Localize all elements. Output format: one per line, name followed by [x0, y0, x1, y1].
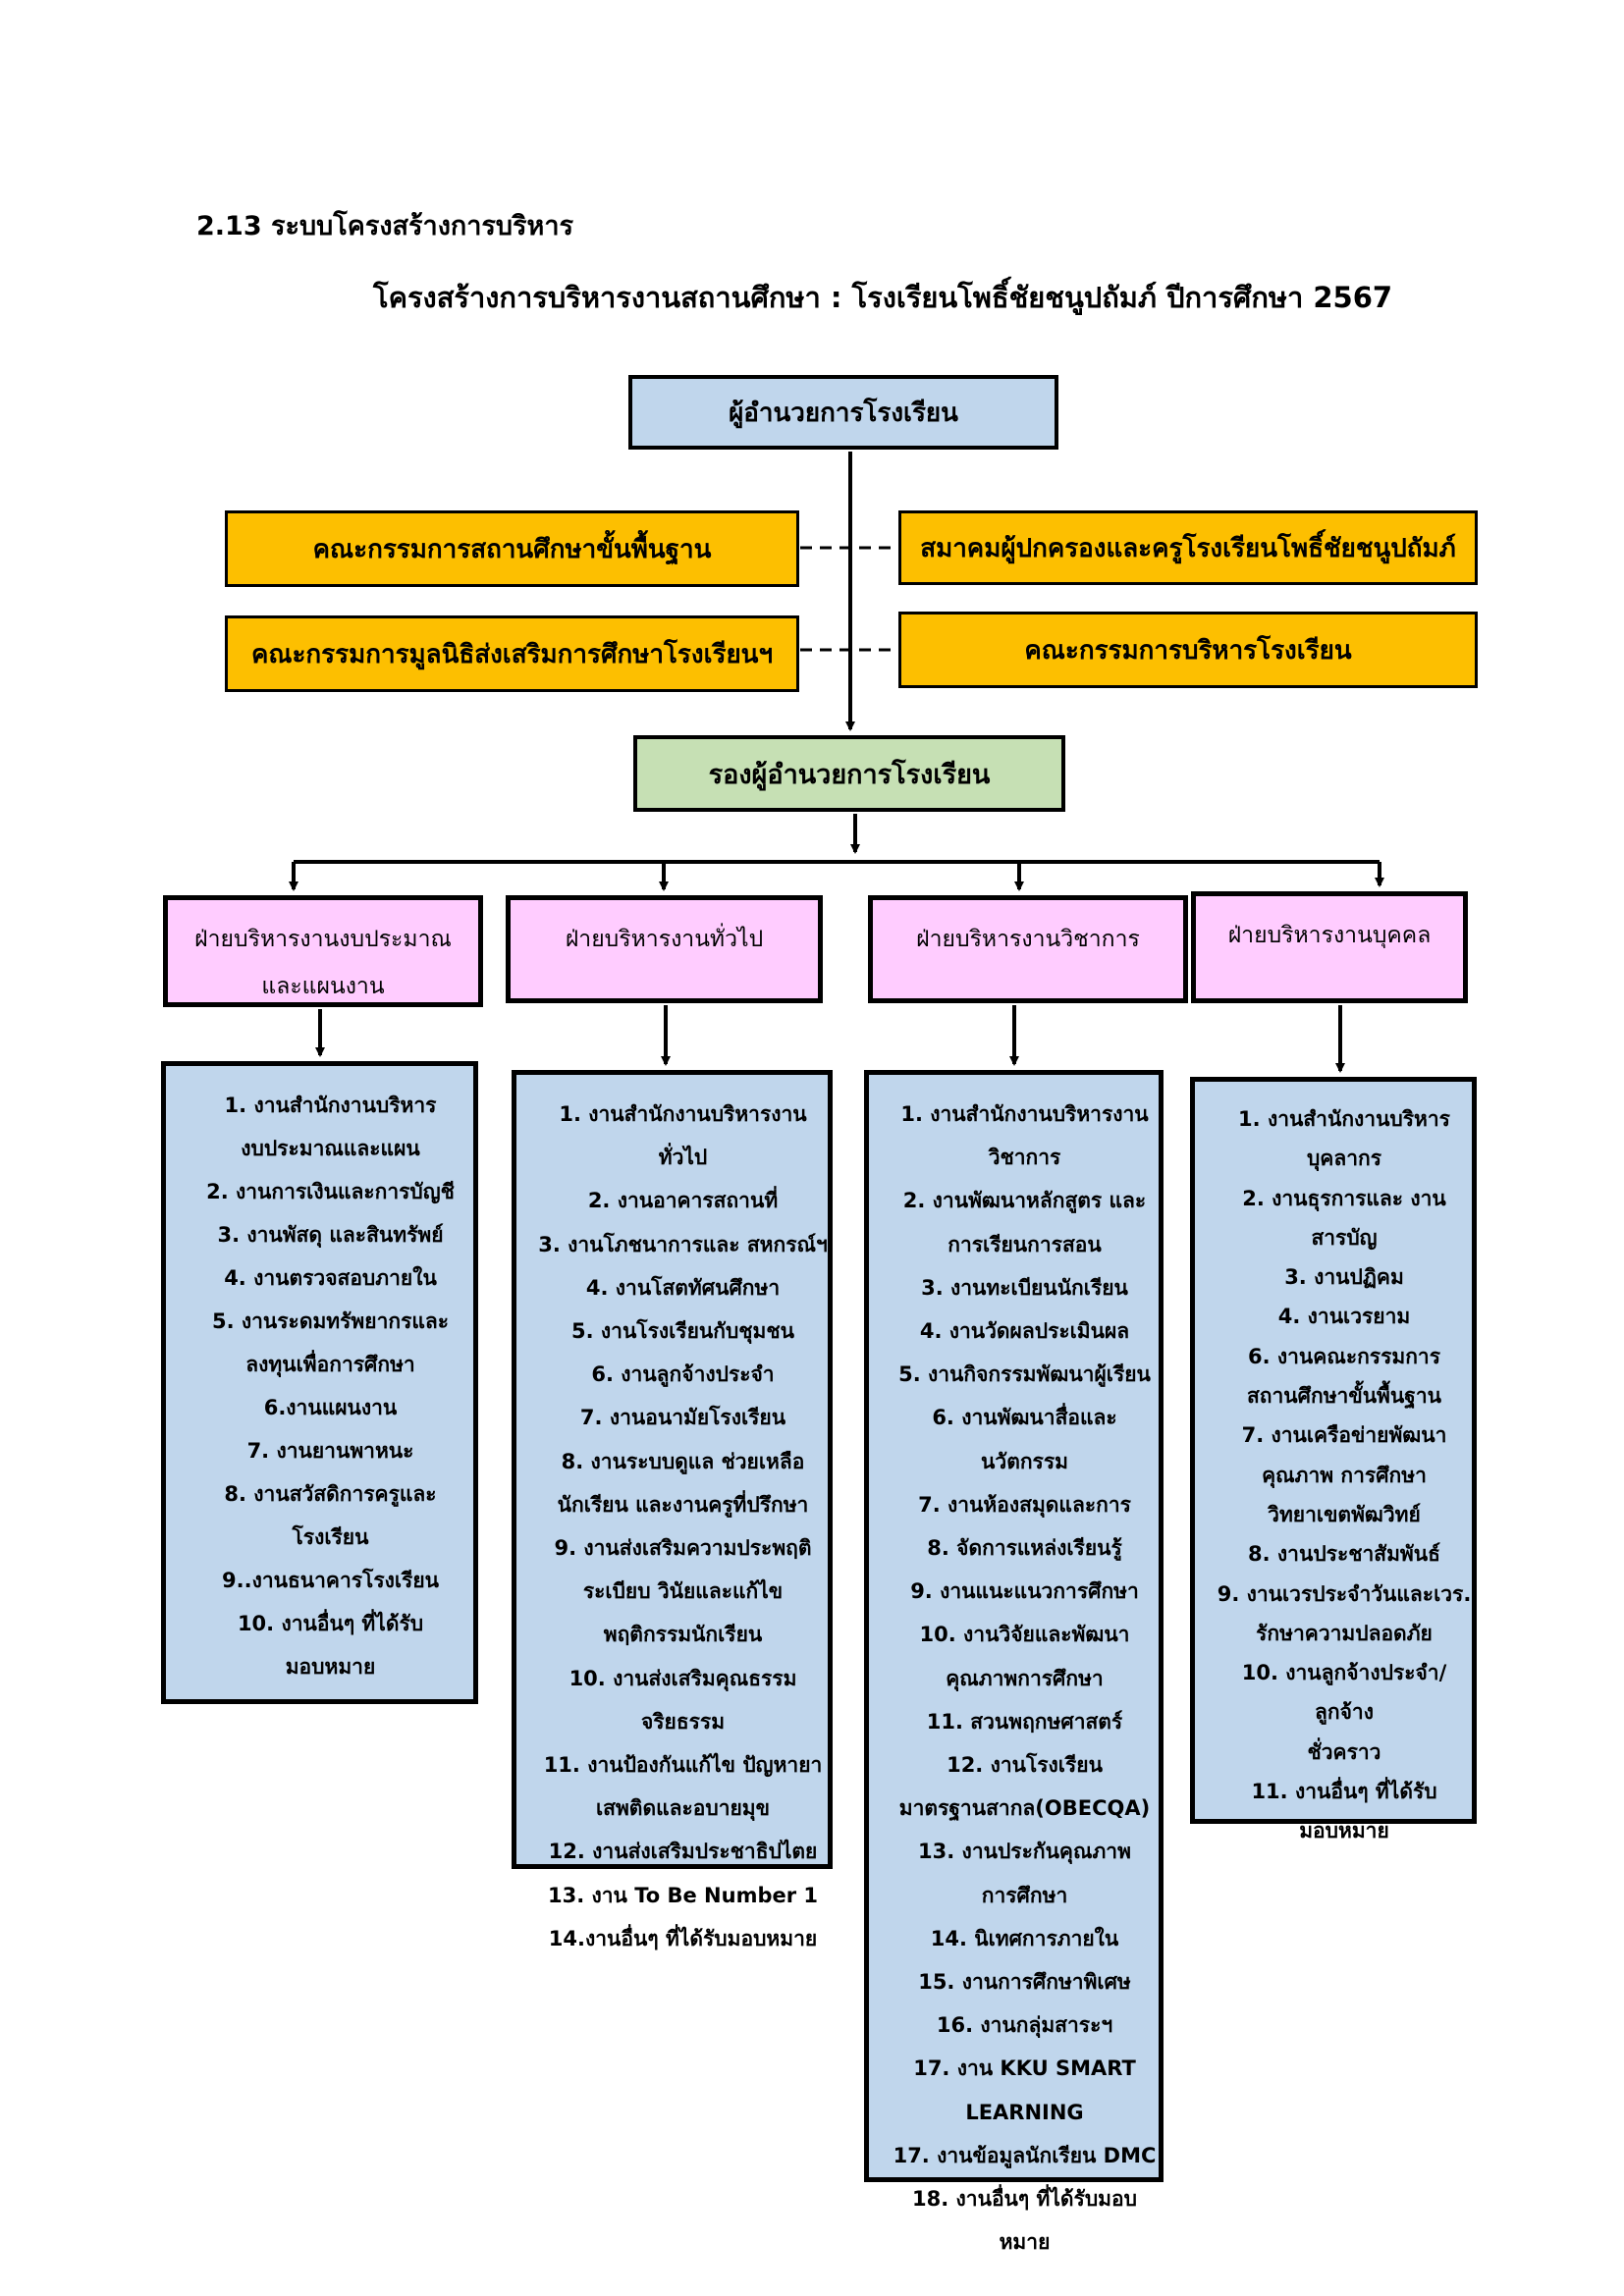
task-item: 2. งานพัฒนาหลักสูตร และ การเรียนการสอน — [902, 1189, 1147, 1256]
task-item: 8. งานประชาสัมพันธ์ — [1248, 1542, 1440, 1567]
task-item: 4. งานวัดผลประเมินผล — [919, 1319, 1130, 1344]
foundation-committee-box: คณะกรรมการมูลนิธิส่งเสริมการศึกษาโรงเรีย… — [225, 615, 799, 692]
task-item: 1. งานสำนักงานบริหารงานทั่วไป — [559, 1102, 807, 1170]
task-item: 2. งานการเงินและการบัญชี — [206, 1180, 455, 1203]
task-item: 6. งานพัฒนาสื่อและนวัตกรรม — [932, 1406, 1117, 1473]
page-title: โครงสร้างการบริหารงานสถานศึกษา : โรงเรีย… — [373, 281, 1393, 314]
task-item: 6.งานแผนงาน — [263, 1396, 398, 1419]
task-item: 5. งานกิจกรรมพัฒนาผู้เรียน — [898, 1362, 1151, 1387]
general-task-list: 1. งานสำนักงานบริหารงานทั่วไป 2. งานอาคาร… — [512, 1070, 833, 1950]
task-item: 17. งาน KKU SMART LEARNING — [913, 2056, 1136, 2124]
task-item: 7. งานห้องสมุดและการ — [918, 1492, 1131, 1517]
task-item: 3. งานทะเบียนนักเรียน — [921, 1275, 1128, 1300]
academic-task-list: 1. งานสำนักงานบริหารงาน วิชาการ 2. งานพัฒ… — [864, 1070, 1164, 2254]
task-item: 4. งานโสตทัศนศึกษา — [585, 1275, 781, 1300]
task-item: 3. งานปฏิคม — [1284, 1265, 1404, 1290]
deputy-director-box: รองผู้อำนวยการโรงเรียน — [633, 735, 1065, 812]
task-item: 4. งานตรวจสอบภายใน — [224, 1266, 437, 1290]
task-item: 10. งานลูกจ้างประจำ/ลูกจ้าง ชั่วคราว — [1241, 1661, 1447, 1764]
task-item: 11. งานอื่นๆ ที่ได้รับ มอบหมาย — [1251, 1780, 1437, 1843]
task-item: 10. งานอื่นๆ ที่ได้รับ มอบหมาย — [237, 1612, 424, 1679]
task-item: 8. งานระบบดูแล ช่วยเหลือ นักเรียน และงาน… — [557, 1449, 809, 1517]
task-item: 8. จัดการแหล่งเรียนรู้ — [927, 1536, 1122, 1561]
task-item: 6. งานคณะกรรมการ สถานศึกษาขั้นพื้นฐาน — [1246, 1344, 1441, 1409]
section-title: 2.13 ระบบโครงสร้างการบริหาร — [196, 211, 573, 241]
task-item: 8. งานสวัสดิการครูและโรงเรียน — [224, 1482, 437, 1549]
budget-task-list: 1. งานสำนักงานบริหาร งบประมาณและแผน 2. งา… — [161, 1061, 478, 1704]
task-item: 11. สวนพฤกษศาสตร์ — [926, 1709, 1123, 1734]
task-item: 5. งานระดมทรัพยากรและ ลงทุนเพื่อการศึกษา — [211, 1309, 450, 1376]
task-item: 13. งานประกันคุณภาพ การศึกษา — [918, 1840, 1131, 1907]
task-item: 10. งานวิจัยและพัฒนา คุณภาพการศึกษา — [919, 1623, 1130, 1690]
task-item: 1. งานสำนักงานบริหาร บุคลากร — [1238, 1107, 1450, 1171]
director-box: ผู้อำนวยการโรงเรียน — [628, 375, 1058, 450]
task-item: 5. งานโรงเรียนกับชุมชน — [571, 1319, 794, 1344]
task-item: 1. งานสำนักงานบริหารงาน วิชาการ — [900, 1102, 1149, 1170]
task-item: 3. งานพัสดุ และสินทรัพย์ — [217, 1223, 444, 1247]
task-item: 2. งานธุรการและ งานสารบัญ — [1242, 1186, 1446, 1250]
task-item: 13. งาน To Be Number 1 — [547, 1883, 819, 1907]
task-item: 12. งานโรงเรียน มาตรฐานสากล(OBECQA) — [898, 1753, 1151, 1821]
task-item: 1. งานสำนักงานบริหาร งบประมาณและแผน — [224, 1094, 437, 1160]
task-item: 17. งานข้อมูลนักเรียน DMC — [893, 2143, 1157, 2167]
department-academic-box: ฝ่ายบริหารงานวิชาการ — [868, 895, 1188, 1003]
task-item: 9..งานธนาคารโรงเรียน — [222, 1569, 439, 1592]
task-item: 2. งานอาคารสถานที่ — [587, 1189, 779, 1213]
task-item: 10. งานส่งเสริมคุณธรรมจริยธรรม — [568, 1666, 797, 1734]
department-personnel-box: ฝ่ายบริหารงานบุคคล — [1191, 891, 1468, 1003]
parent-teacher-association-box: สมาคมผู้ปกครองและครูโรงเรียนโพธิ์ชัยชนูป… — [898, 510, 1478, 585]
department-budget-box: ฝ่ายบริหารงานงบประมาณ และแผนงาน — [163, 895, 483, 1007]
task-item: 4. งานเวรยาม — [1277, 1305, 1411, 1329]
task-item: 7. งานเครือข่ายพัฒนา คุณภาพ การศึกษา วิท… — [1241, 1423, 1447, 1526]
task-item: 9. งานส่งเสริมความประพฤติ ระเบียบ วินัยแ… — [554, 1536, 812, 1647]
task-item: 9. งานเวรประจำวันและเวร. รักษาความปลอดภั… — [1217, 1581, 1472, 1645]
task-item: 9. งานแนะแนวการศึกษา — [910, 1579, 1139, 1604]
school-admin-committee-box: คณะกรรมการบริหารโรงเรียน — [898, 612, 1478, 688]
task-item: 12. งานส่งเสริมประชาธิปไตย — [548, 1840, 818, 1864]
task-item: 14.งานอื่นๆ ที่ได้รับมอบหมาย — [548, 1926, 818, 1950]
task-item: 14. นิเทศการภายใน — [930, 1926, 1119, 1950]
basic-education-board-box: คณะกรรมการสถานศึกษาขั้นพื้นฐาน — [225, 510, 799, 587]
task-item: 15. งานการศึกษาพิเศษ — [918, 1970, 1131, 1995]
task-item: 11. งานป้องกันแก้ไข ปัญหายา เสพติดและอบา… — [543, 1753, 823, 1821]
personnel-task-list: 1. งานสำนักงานบริหาร บุคลากร 2. งานธุรการ… — [1190, 1077, 1477, 1842]
department-general-box: ฝ่ายบริหารงานทั่วไป — [506, 895, 823, 1003]
task-item: 18. งานอื่นๆ ที่ได้รับมอบหมาย — [912, 2187, 1137, 2255]
task-item: 6. งานลูกจ้างประจำ — [591, 1362, 775, 1387]
task-item: 7. งานยานพาหนะ — [246, 1439, 414, 1463]
task-item: 3. งานโภชนาการและ สหกรณ์ฯ — [538, 1232, 828, 1256]
task-item: 16. งานกลุ่มสาระฯ — [936, 2013, 1113, 2038]
task-item: 7. งานอนามัยโรงเรียน — [579, 1406, 786, 1430]
